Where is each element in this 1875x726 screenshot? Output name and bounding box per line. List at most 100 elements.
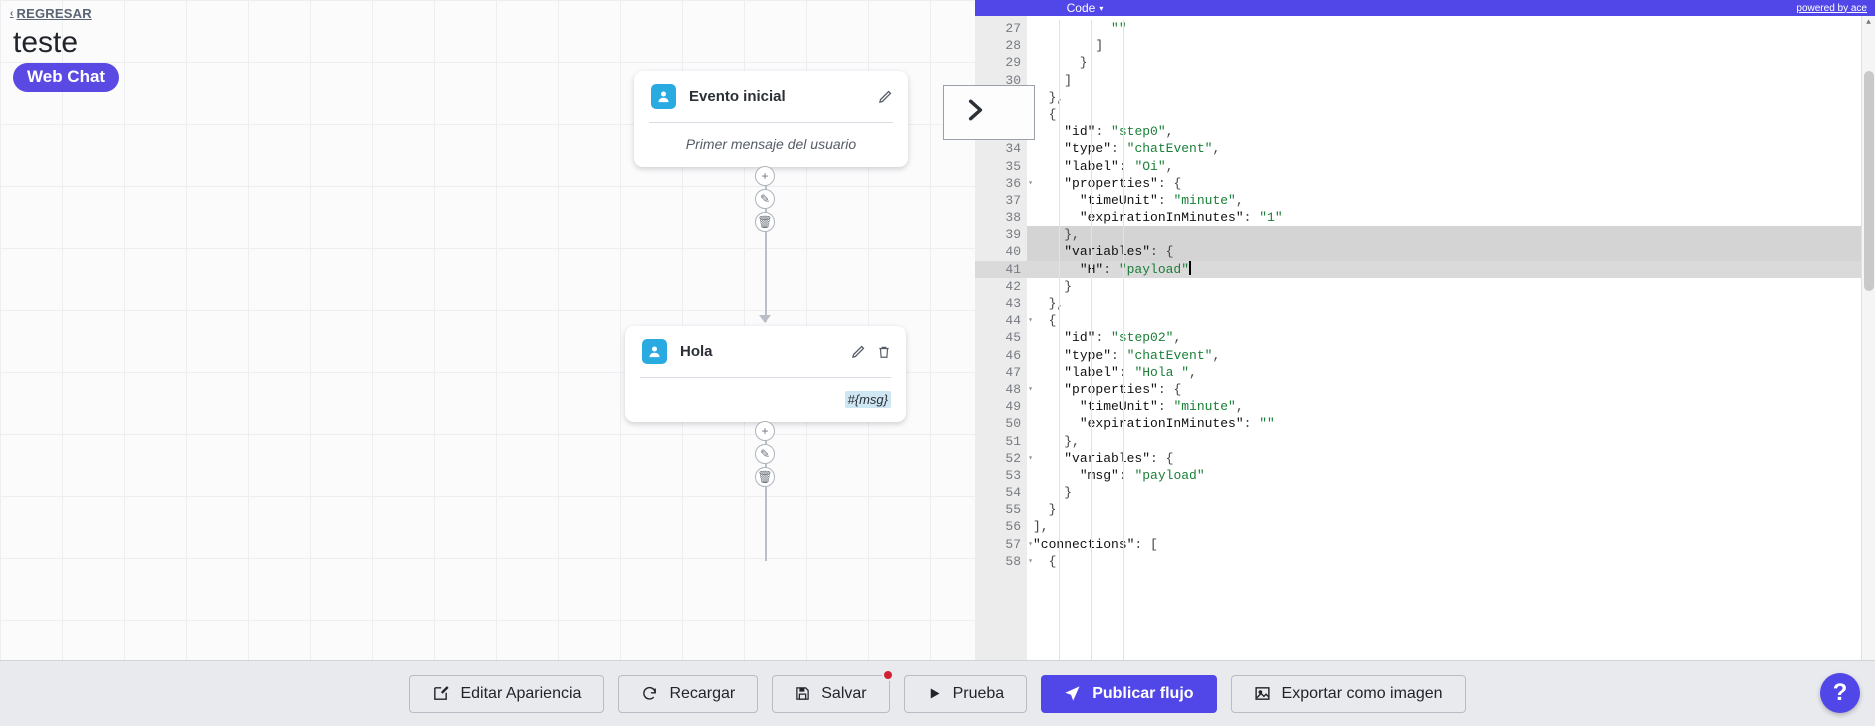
code-panel-toggle-button[interactable] bbox=[943, 85, 1035, 140]
code-line[interactable]: "connections": [ bbox=[1033, 536, 1158, 552]
code-line-number[interactable]: 42 bbox=[1005, 278, 1021, 294]
add-icon[interactable]: + bbox=[755, 421, 775, 441]
code-line-number[interactable]: 39 bbox=[1005, 227, 1021, 243]
flow-node-header: Evento inicial bbox=[634, 71, 908, 122]
code-line[interactable]: } bbox=[1033, 278, 1073, 294]
variable-tag[interactable]: #{msg} bbox=[844, 391, 891, 408]
code-line-number[interactable]: 35 bbox=[1005, 158, 1021, 174]
code-line[interactable]: "" bbox=[1111, 21, 1127, 36]
flow-node-header: Hola bbox=[625, 326, 906, 377]
code-line-number[interactable]: 50 bbox=[1005, 416, 1021, 432]
add-icon[interactable]: + bbox=[755, 166, 775, 186]
code-line-number[interactable]: 53 bbox=[1005, 467, 1021, 483]
code-line[interactable]: }, bbox=[1033, 433, 1080, 449]
chevron-right-icon bbox=[962, 95, 1016, 130]
code-line-number[interactable]: 57 bbox=[975, 536, 1033, 553]
code-line-number[interactable]: 41 bbox=[975, 260, 1027, 278]
code-line[interactable]: }, bbox=[1027, 226, 1875, 244]
chevron-left-icon: ‹ bbox=[10, 8, 14, 19]
code-line[interactable]: } bbox=[1033, 55, 1088, 71]
code-line[interactable]: { bbox=[1033, 553, 1057, 569]
code-line[interactable]: ] bbox=[1033, 38, 1104, 54]
code-line[interactable]: }, bbox=[1033, 296, 1065, 311]
code-line[interactable]: ], bbox=[1033, 519, 1049, 535]
code-line-number[interactable]: 51 bbox=[1005, 433, 1021, 449]
toolbar-button-prueba[interactable]: Prueba bbox=[903, 674, 1028, 713]
code-line-number[interactable]: 27 bbox=[1005, 21, 1021, 36]
pencil-icon[interactable]: ✎ bbox=[755, 189, 775, 209]
flow-node-evento-inicial[interactable]: Evento inicial Primer mensaje del usuari… bbox=[634, 71, 908, 167]
code-line-number[interactable]: 28 bbox=[1005, 38, 1021, 54]
flow-node-inline-actions[interactable]: + ✎ 🗑 bbox=[755, 166, 775, 232]
code-line[interactable]: "timeUnit": "minute", bbox=[1079, 192, 1244, 208]
code-line[interactable]: } bbox=[1033, 485, 1073, 501]
code-line[interactable]: "properties": { bbox=[1064, 175, 1182, 191]
code-line-number[interactable]: 54 bbox=[1005, 485, 1021, 501]
help-button[interactable]: ? bbox=[1820, 673, 1860, 713]
code-line-number[interactable]: 45 bbox=[1005, 330, 1021, 346]
code-line[interactable]: "variables": { bbox=[1027, 243, 1875, 261]
channel-badge: Web Chat bbox=[13, 63, 120, 92]
code-line[interactable]: "msg": "payload" bbox=[1079, 467, 1205, 483]
code-line[interactable]: "variables": { bbox=[1064, 450, 1174, 466]
code-line[interactable]: { bbox=[1033, 106, 1057, 122]
code-line-number[interactable]: 56 bbox=[1005, 519, 1021, 535]
code-line-number[interactable]: 43 bbox=[1005, 296, 1021, 311]
code-line[interactable]: "label": "Oi", bbox=[1064, 158, 1174, 174]
code-line[interactable]: "timeUnit": "minute", bbox=[1079, 399, 1244, 415]
flow-node-hola[interactable]: Hola #{msg} bbox=[625, 326, 906, 422]
code-editor[interactable]: 2728293031323334353637383940414243444546… bbox=[975, 16, 1875, 660]
code-line-number[interactable]: 49 bbox=[1005, 399, 1021, 415]
toolbar-button-exportar-como-imagen[interactable]: Exportar como imagen bbox=[1230, 674, 1466, 713]
code-line-number[interactable]: 40 bbox=[975, 243, 1033, 260]
trash-icon[interactable]: 🗑 bbox=[755, 467, 775, 487]
trash-icon[interactable]: 🗑 bbox=[755, 212, 775, 232]
code-scrollbar[interactable]: ▲ bbox=[1861, 16, 1875, 660]
code-line[interactable]: } bbox=[1033, 502, 1057, 518]
trash-icon[interactable] bbox=[877, 345, 891, 359]
pencil-icon[interactable] bbox=[878, 89, 893, 104]
code-line-number[interactable]: 48 bbox=[975, 381, 1033, 398]
toolbar-button-publicar-flujo[interactable]: Publicar flujo bbox=[1041, 674, 1217, 713]
code-panel-title: Code bbox=[1066, 1, 1096, 15]
code-line-number[interactable]: 37 bbox=[1005, 192, 1021, 208]
code-line[interactable]: "id": "step02", bbox=[1064, 330, 1182, 346]
code-line[interactable]: }, bbox=[1033, 89, 1065, 105]
code-line-number[interactable]: 36 bbox=[975, 175, 1033, 192]
code-line[interactable]: { bbox=[1033, 313, 1057, 329]
code-line[interactable]: "expirationInMinutes": "" bbox=[1079, 416, 1275, 432]
code-line[interactable]: "H": "payload" bbox=[1027, 260, 1875, 278]
code-line-number[interactable]: 47 bbox=[1005, 364, 1021, 380]
code-line-number[interactable]: 30 bbox=[1005, 72, 1021, 88]
code-panel-title-dropdown[interactable]: Code ▾ bbox=[1067, 1, 1104, 15]
code-line-number[interactable]: 58 bbox=[975, 553, 1033, 570]
scroll-up-icon[interactable]: ▲ bbox=[1866, 18, 1871, 27]
code-line[interactable]: "properties": { bbox=[1064, 381, 1182, 397]
toolbar-button-recargar[interactable]: Recargar bbox=[618, 674, 759, 713]
code-line-number[interactable]: 52 bbox=[975, 450, 1033, 467]
code-line[interactable]: ] bbox=[1033, 72, 1073, 88]
code-line-number[interactable]: 44 bbox=[975, 312, 1033, 329]
code-line-number[interactable]: 34 bbox=[1005, 141, 1021, 157]
code-line-number[interactable]: 55 bbox=[1005, 502, 1021, 518]
code-line-number[interactable]: 46 bbox=[1005, 347, 1021, 363]
toolbar-button-editar-apariencia[interactable]: Editar Apariencia bbox=[409, 674, 605, 713]
code-line[interactable]: "type": "chatEvent", bbox=[1064, 347, 1221, 363]
toolbar-button-salvar[interactable]: Salvar bbox=[772, 668, 894, 713]
play-icon bbox=[927, 686, 942, 701]
code-line-number[interactable]: 38 bbox=[1005, 210, 1021, 226]
code-line[interactable]: "type": "chatEvent", bbox=[1064, 141, 1221, 157]
back-link[interactable]: ‹ REGRESAR bbox=[10, 6, 92, 21]
powered-by-ace-link[interactable]: powered by ace bbox=[1796, 2, 1867, 14]
code-line-number[interactable]: 29 bbox=[1005, 55, 1021, 71]
code-line[interactable]: "id": "step0", bbox=[1064, 124, 1174, 140]
pencil-icon[interactable] bbox=[851, 344, 866, 359]
refresh-icon bbox=[641, 685, 658, 702]
code-line[interactable]: "label": "Hola ", bbox=[1064, 364, 1197, 380]
flow-node-inline-actions[interactable]: + ✎ 🗑 bbox=[755, 421, 775, 487]
pencil-icon[interactable]: ✎ bbox=[755, 444, 775, 464]
scrollbar-thumb[interactable] bbox=[1864, 71, 1874, 291]
code-line[interactable]: "expirationInMinutes": "1" bbox=[1079, 210, 1283, 226]
code-content[interactable]: "" ] } ] }, { "id": "step0", "type": "ch… bbox=[1027, 16, 1875, 660]
